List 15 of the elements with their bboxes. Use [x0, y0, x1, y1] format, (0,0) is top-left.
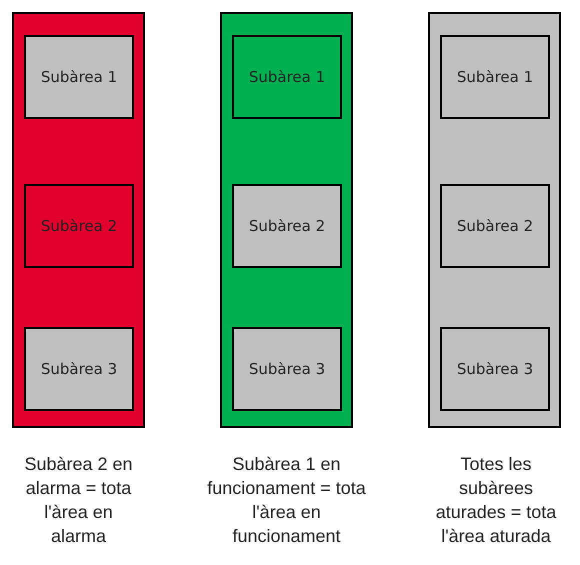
- subarea-box: Subàrea 2: [24, 184, 134, 268]
- subarea-box: Subàrea 3: [232, 327, 342, 411]
- caption-text: Subàrea 2 en alarma = tota l'àrea en alarma: [23, 453, 134, 548]
- subarea-box: Subàrea 1: [24, 35, 134, 119]
- subarea-box: Subàrea 2: [232, 184, 342, 268]
- subarea-box: Subàrea 3: [24, 327, 134, 411]
- area-column: [12, 12, 145, 428]
- area-column: [428, 12, 561, 428]
- subarea-box: Subàrea 1: [232, 35, 342, 119]
- caption-text: Totes les subàrees aturades = tota l'àrea aturada: [434, 453, 558, 548]
- subarea-box: Subàrea 3: [440, 327, 550, 411]
- caption-text: Subàrea 1 en funcionament = tota l'àrea en funcionament: [206, 453, 367, 548]
- area-column: [220, 12, 353, 428]
- subarea-box: Subàrea 1: [440, 35, 550, 119]
- subarea-box: Subàrea 2: [440, 184, 550, 268]
